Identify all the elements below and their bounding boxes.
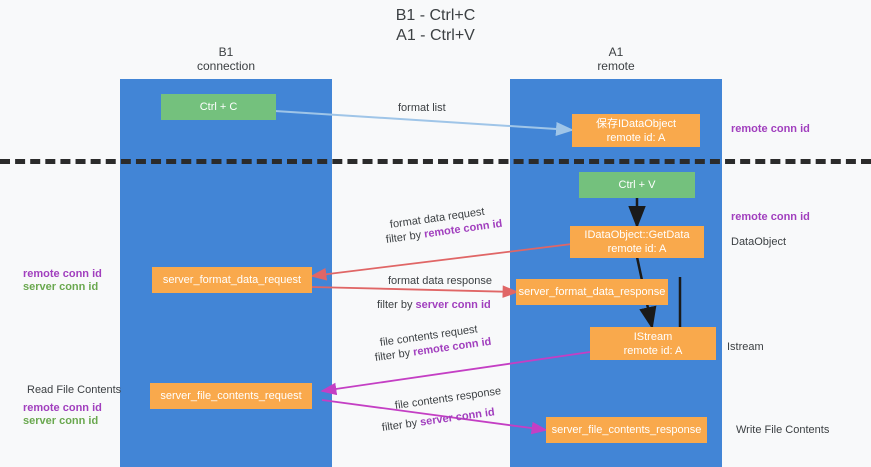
side-label-istream: Istream	[727, 341, 764, 353]
edge-file-contents-request	[320, 351, 591, 396]
edge-label-format-list: format list	[398, 102, 446, 114]
node-idataobject-getdata[interactable]: IDataObject::GetData remote id: A	[570, 226, 704, 258]
lane-a1-header: A1 remote	[597, 45, 635, 73]
edge-label-format-list-text: format list	[398, 102, 446, 114]
side-label-write-file-contents: Write File Contents	[736, 424, 830, 436]
side-label-left-remote-conn-id-mid: remote conn id	[23, 268, 102, 280]
node-getdata-line2: remote id: A	[607, 243, 667, 255]
edge-label-format-data-response-filter: filter by server conn id	[377, 299, 491, 311]
node-server-format-data-response[interactable]: server_format_data_response	[516, 279, 668, 305]
side-label-left-server-conn-id-mid: server conn id	[23, 281, 99, 293]
node-istream-line2: remote id: A	[623, 344, 683, 357]
node-server-file-contents-response[interactable]: server_file_contents_response	[546, 417, 707, 443]
node-save-idataobject-line1: 保存IDataObject	[595, 117, 677, 130]
diagram-title: B1 - Ctrl+C A1 - Ctrl+V	[395, 7, 476, 44]
edge-format-list	[274, 110, 574, 136]
edge-format-data-request	[310, 243, 573, 281]
node-server-format-data-request-label: server_format_data_request	[162, 274, 302, 286]
edge-file-contents-response	[321, 399, 548, 435]
filter-by-text-2: filter by	[377, 299, 413, 311]
edge-label-format-data-response: format data response	[388, 275, 492, 287]
node-server-file-contents-request[interactable]: server_file_contents_request	[150, 383, 312, 409]
edge-format-data-response	[311, 285, 519, 298]
lane-b1-header: B1 connection	[196, 45, 256, 73]
node-ctrl-c-label: Ctrl + C	[199, 101, 238, 113]
side-label-remote-conn-id-top: remote conn id	[731, 123, 810, 135]
node-ctrl-c[interactable]: Ctrl + C	[161, 94, 276, 120]
side-label-dataobject: DataObject	[731, 236, 787, 248]
node-server-file-contents-request-label: server_file_contents_request	[160, 390, 302, 402]
node-istream-line1: IStream	[633, 330, 673, 343]
server-conn-id-text-2: server conn id	[415, 299, 491, 311]
section-divider	[0, 159, 871, 164]
side-label-remote-conn-id-mid: remote conn id	[731, 211, 810, 223]
side-label-left-server-conn-id-bot: server conn id	[23, 415, 99, 427]
node-istream[interactable]: IStream remote id: A	[590, 327, 716, 360]
edge-label-format-data-response-text: format data response	[388, 275, 492, 287]
node-save-idataobject-line2: remote id: A	[606, 131, 666, 144]
side-label-read-file-contents: Read File Contents	[27, 384, 122, 396]
node-ctrl-v-label: Ctrl + V	[618, 179, 656, 191]
side-label-left-remote-conn-id-bot: remote conn id	[23, 402, 102, 414]
node-ctrl-v[interactable]: Ctrl + V	[579, 172, 695, 198]
node-save-idataobject[interactable]: 保存IDataObject remote id: A	[572, 114, 700, 147]
node-server-format-data-request[interactable]: server_format_data_request	[152, 267, 312, 293]
node-getdata-line1: IDataObject::GetData	[584, 229, 690, 241]
node-server-file-contents-response-label: server_file_contents_response	[551, 424, 702, 436]
node-server-format-data-response-label: server_format_data_response	[518, 286, 666, 298]
